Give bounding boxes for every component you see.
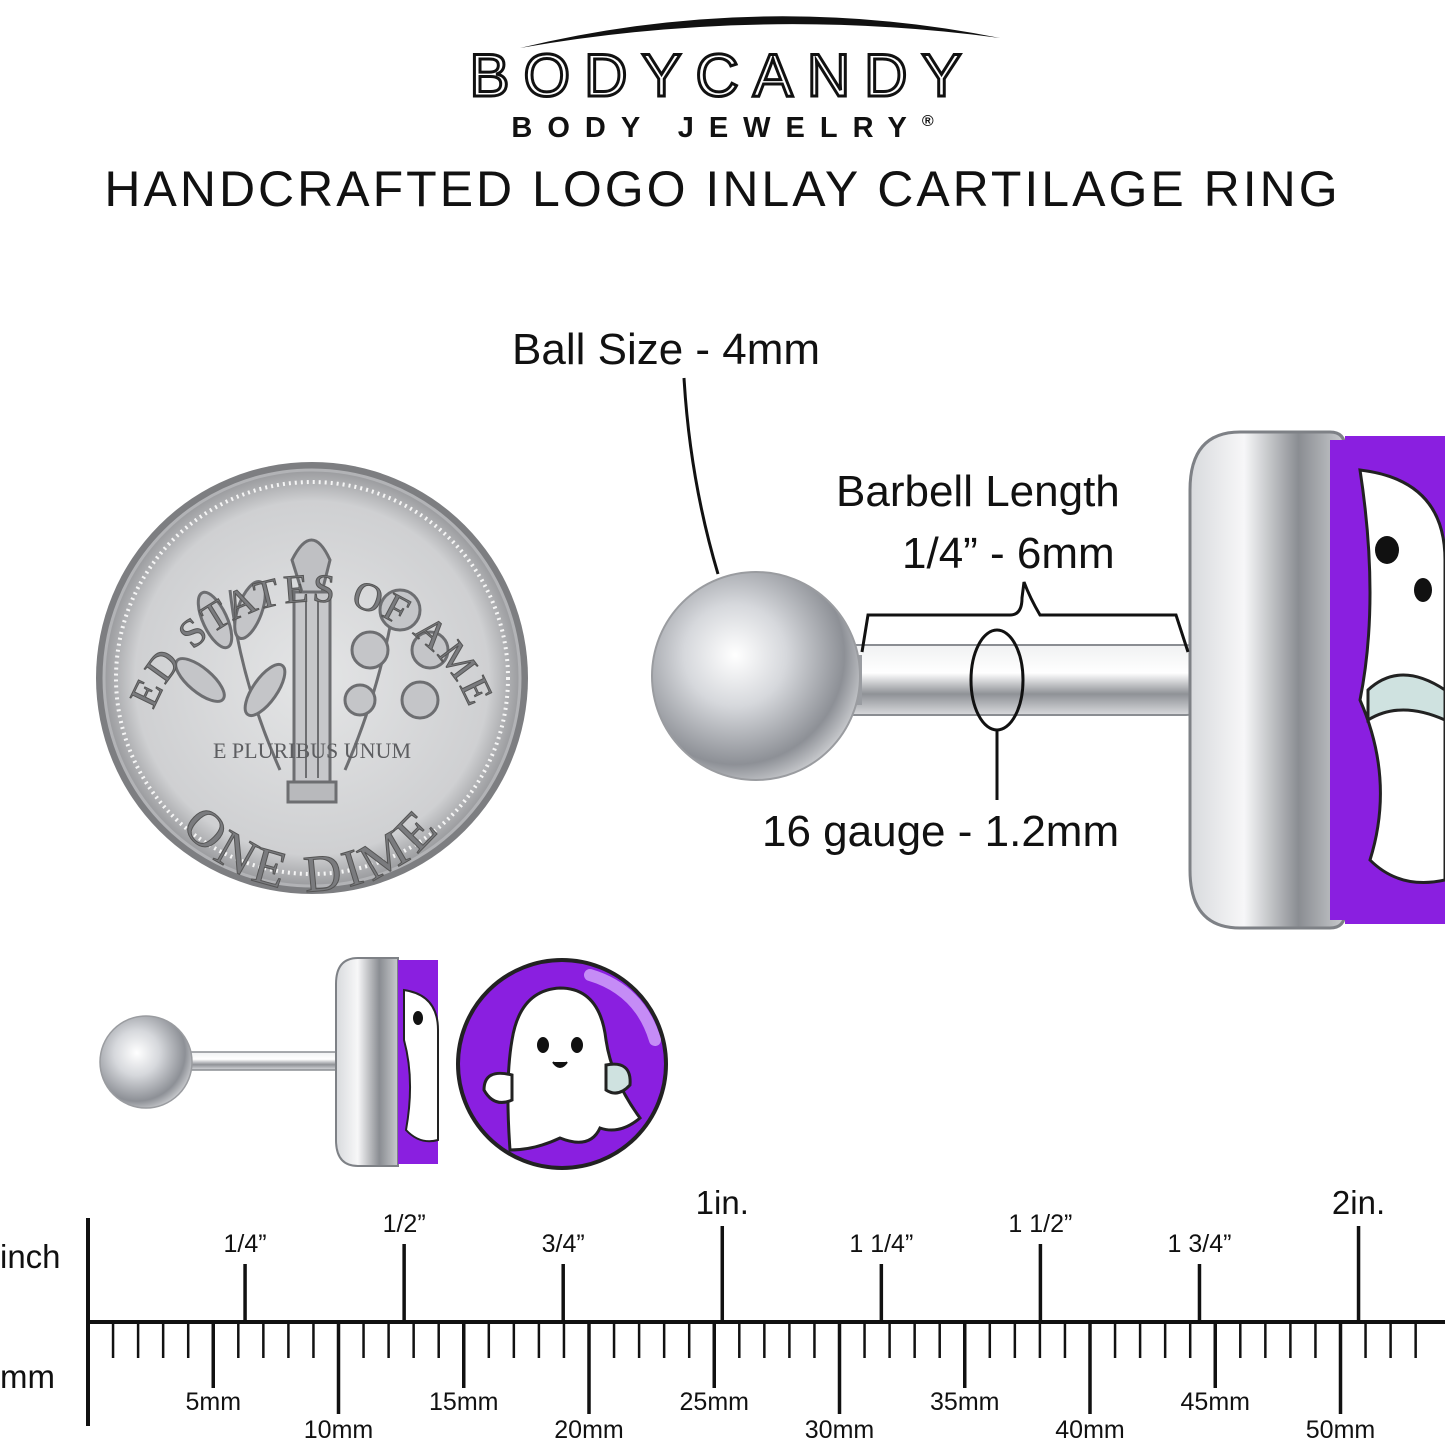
- mm-label: 40mm: [1055, 1416, 1125, 1444]
- measurement-ruler: [86, 1218, 1445, 1426]
- ruler-mm-label: mm: [0, 1358, 55, 1395]
- oak-branch-icon: [343, 588, 450, 771]
- product-title: HANDCRAFTED LOGO INLAY CARTILAGE RING: [104, 161, 1341, 217]
- dime-motto: E PLURIBUS UNUM: [213, 738, 411, 763]
- mm-label: 25mm: [679, 1388, 749, 1416]
- mm-label: 5mm: [185, 1388, 242, 1416]
- mm-label: 30mm: [804, 1416, 875, 1444]
- brand-logo-arc: [520, 16, 1000, 48]
- ball-size-callout-line: [682, 377, 720, 575]
- torch-icon: [286, 538, 338, 804]
- ghost-icon: [482, 986, 643, 1152]
- barbell-ball: [651, 571, 861, 781]
- mm-tick-marks: [111, 1322, 1417, 1414]
- olive-branch-icon: [174, 580, 287, 771]
- mm-label: 10mm: [303, 1416, 374, 1444]
- ghost-inlay-front-view: [456, 958, 668, 1170]
- earring-large-side-view: [651, 430, 1445, 930]
- dime-top-text: UNITED STATES OF AMERICA: [0, 0, 503, 714]
- mm-label: 45mm: [1180, 1388, 1250, 1416]
- inch-label: 1 1/4”: [849, 1230, 914, 1258]
- gauge-callout: 16 gauge - 1.2mm: [762, 807, 1120, 856]
- barbell-length-value: 1/4” - 6mm: [902, 529, 1115, 578]
- mm-label: 15mm: [429, 1388, 499, 1416]
- inlay-disc-side: [1188, 430, 1347, 930]
- barbell-length-bracket: [860, 581, 1190, 653]
- earring-small-side-view: [99, 957, 439, 1167]
- mm-label: 50mm: [1305, 1416, 1376, 1444]
- brand-logo-text: BODYCANDY: [468, 42, 976, 109]
- inch-label: 1 1/2”: [1008, 1210, 1073, 1238]
- registered-mark: ®: [921, 113, 934, 130]
- inch-label: 3/4”: [541, 1230, 585, 1258]
- inch-label: 1in.: [695, 1184, 749, 1221]
- ruler-inch-label: inch: [0, 1238, 61, 1275]
- dime-coin: E PLURIBUS UNUM UNITED STATES OF AMERICA…: [0, 0, 528, 905]
- inch-label: 1/4”: [223, 1230, 267, 1258]
- inch-label: 1/2”: [382, 1210, 426, 1238]
- mm-label: 20mm: [554, 1416, 624, 1444]
- mm-label: 35mm: [930, 1388, 1000, 1416]
- brand-subtitle: BODY JEWELRY®: [511, 112, 934, 144]
- barbell-length-label: Barbell Length: [836, 467, 1120, 516]
- inch-tick-marks: [243, 1226, 1361, 1322]
- inch-label: 2in.: [1331, 1184, 1386, 1221]
- inch-label: 1 3/4”: [1167, 1230, 1232, 1258]
- ball-size-callout: Ball Size - 4mm: [512, 325, 821, 374]
